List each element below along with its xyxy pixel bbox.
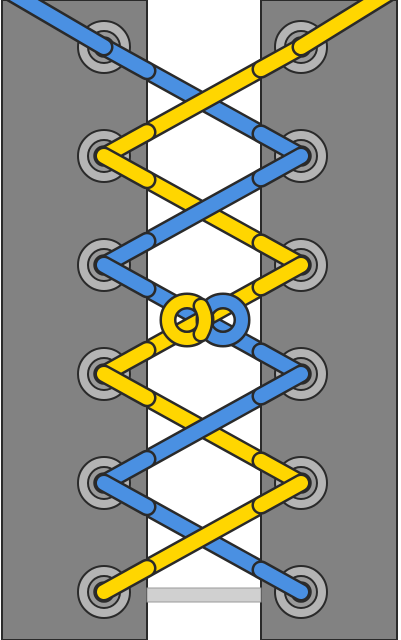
bottom-bar <box>147 588 261 602</box>
knot-overlap-fill <box>201 306 205 334</box>
right-shoe-panel <box>261 0 397 640</box>
left-shoe-panel <box>2 0 147 640</box>
